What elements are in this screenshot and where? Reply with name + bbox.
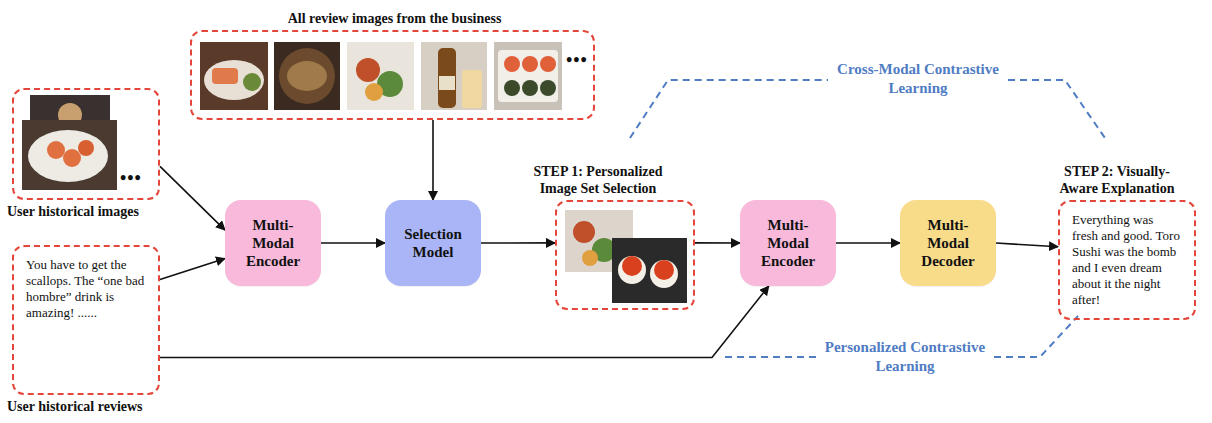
food-photo — [654, 260, 674, 280]
box-label: Multi-Modal Encoder — [237, 216, 309, 270]
box-label: Multi-Modal Decoder — [912, 216, 984, 270]
output-frame: Everything was fresh and good. Toro Sush… — [1058, 200, 1196, 320]
food-photo — [204, 60, 264, 100]
selection-box: Selection Model — [385, 200, 481, 286]
step-heading: STEP 1: Personalized Image Set Selection — [527, 163, 669, 197]
food-photo — [438, 48, 456, 108]
food-photo — [540, 56, 556, 72]
image-pool-frame: All review images from the business — [190, 30, 595, 120]
box-label: Multi-Modal Encoder — [752, 216, 824, 270]
arrow-connector — [481, 242, 555, 244]
food-photo — [47, 141, 65, 159]
food-photo — [243, 73, 261, 91]
food-photo — [212, 68, 238, 84]
arrow-connector — [996, 243, 1058, 247]
decoder-box: Multi-Modal Decoder — [900, 200, 996, 286]
food-photo — [279, 48, 335, 104]
food-photo — [365, 83, 383, 101]
encoder-box: Multi-Modal Encoder — [740, 200, 836, 286]
frame-heading: All review images from the business — [192, 10, 597, 27]
food-photo — [522, 80, 538, 96]
arrow-connector — [321, 242, 385, 244]
food-photo — [462, 70, 482, 108]
contrastive-bracket — [1008, 80, 1105, 138]
contrastive-bracket — [630, 80, 828, 138]
step-heading: STEP 2: Visually-Aware Explanation — [1046, 163, 1188, 197]
arrow-connector — [160, 166, 225, 230]
objective-label: Personalized Contrastive Learning — [824, 338, 986, 376]
food-photo — [421, 42, 487, 110]
review-frame: You have to get the scallops. The “one b… — [12, 245, 160, 395]
food-photo — [274, 42, 340, 110]
food-photo — [200, 42, 268, 110]
box-label: Selection Model — [397, 225, 469, 261]
ellipsis-mark: ••• — [120, 168, 160, 189]
food-photo — [612, 238, 687, 303]
objective-label: Cross-Modal Contrastive Learning — [837, 60, 999, 98]
food-photo — [618, 256, 646, 284]
food-photo — [63, 149, 81, 167]
food-photo — [439, 76, 455, 90]
encoder-box: Multi-Modal Encoder — [225, 200, 321, 286]
food-photo — [650, 260, 678, 288]
arrow-connector — [432, 120, 434, 200]
food-photo — [498, 50, 558, 102]
contrastive-bracket — [994, 316, 1078, 357]
ellipsis-mark: ••• — [566, 50, 606, 71]
food-photo — [494, 42, 562, 110]
food-photo — [347, 42, 414, 110]
image-set-frame: STEP 1: Personalized Image Set Selection — [555, 200, 695, 310]
food-photo — [522, 56, 538, 72]
food-photo — [504, 80, 520, 96]
food-photo — [504, 56, 520, 72]
arrow-connector — [695, 242, 740, 244]
arrow-connector — [160, 286, 769, 358]
food-photo — [582, 250, 598, 266]
contrastive-bracket — [725, 356, 816, 358]
review-text: You have to get the scallops. The “one b… — [14, 247, 158, 331]
food-photo — [573, 221, 595, 243]
frame-heading: User historical reviews — [7, 398, 197, 415]
food-photo — [287, 61, 327, 91]
frame-heading: User historical images — [7, 203, 197, 220]
food-photo — [28, 130, 108, 182]
food-photo — [78, 140, 94, 156]
food-photo — [22, 120, 117, 190]
food-photo — [622, 256, 642, 276]
food-photo — [540, 80, 556, 96]
arrow-connector — [836, 242, 900, 244]
food-photo — [356, 58, 380, 82]
arrow-connector — [160, 258, 225, 279]
explanation-text: Everything was fresh and good. Toro Sush… — [1060, 202, 1194, 318]
